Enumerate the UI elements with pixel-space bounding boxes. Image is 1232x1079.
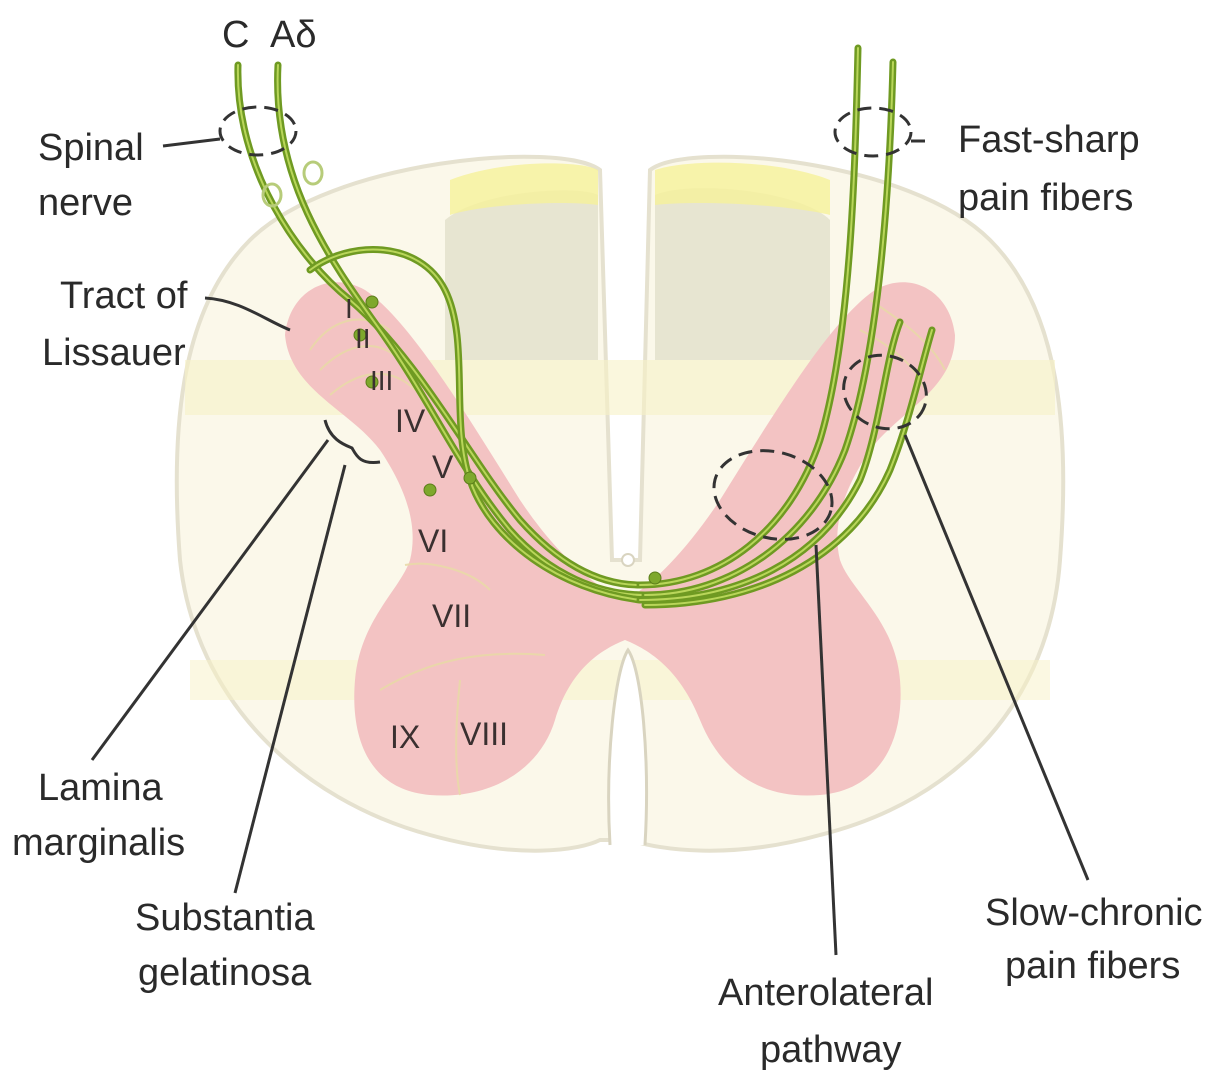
central-canal — [622, 554, 634, 566]
lamina-I-label: I — [345, 293, 353, 324]
lamina-V-label: V — [432, 449, 454, 485]
lamina-III-label: III — [370, 365, 393, 396]
right-dorsal-column — [655, 188, 830, 360]
lamina-II-label: II — [355, 323, 371, 354]
tract-of-lissauer-label-line2: Lissauer — [42, 332, 186, 374]
lamina-marginalis-label-line2: marginalis — [12, 822, 185, 864]
lamina-marginalis-label-line1: Lamina — [38, 767, 163, 809]
anterolateral-label-line2: pathway — [760, 1029, 902, 1071]
lamina-VII-label: VII — [432, 598, 471, 634]
substantia-gelatinosa-label-line1: Substantia — [135, 897, 315, 939]
fast-sharp-label-line1: Fast-sharp — [958, 119, 1140, 161]
substantia-gelatinosa-label-line2: gelatinosa — [138, 952, 312, 994]
slow-chronic-label-line1: Slow-chronic — [985, 892, 1203, 934]
c-fiber-label: C — [222, 14, 249, 56]
slow-chronic-label-line2: pain fibers — [1005, 945, 1180, 987]
lamina-VI-label: VI — [418, 523, 448, 559]
spinal-nerve-label-line1: Spinal — [38, 127, 144, 169]
lamina-IX-label: IX — [390, 719, 420, 755]
left-dorsal-column — [445, 190, 598, 360]
fast-sharp-label-line2: pain fibers — [958, 177, 1133, 219]
anterolateral-label-line1: Anterolateral — [718, 972, 933, 1014]
adelta-fiber-label: Aδ — [270, 14, 317, 56]
lamina-VIII-label: VIII — [460, 716, 508, 752]
tract-of-lissauer-label-line1: Tract of — [60, 275, 188, 317]
fast-sharp-dashed-ellipse — [835, 108, 911, 156]
lamina-IV-label: IV — [395, 403, 426, 439]
spinal-nerve-label-line2: nerve — [38, 182, 133, 224]
